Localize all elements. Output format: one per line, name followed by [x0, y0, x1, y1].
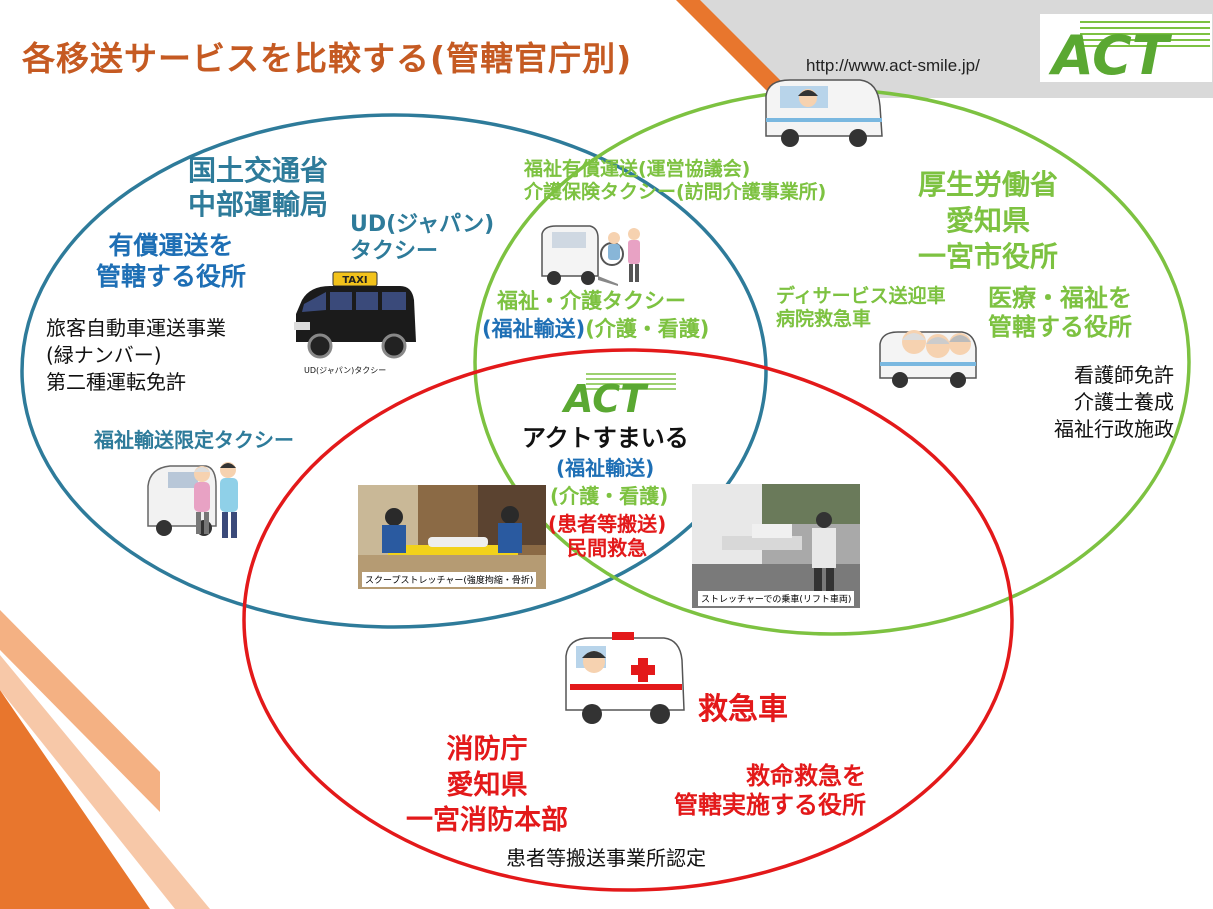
ud-taxi-line-2: タクシー — [350, 238, 439, 264]
green-role-line-1: 医療・福祉を — [988, 284, 1132, 312]
blue-license-line-2: (緑ナンバー) — [46, 343, 162, 367]
green-role-line-2: 管轄する役所 — [988, 313, 1132, 342]
green-agency-line-2: 愛知県 — [946, 203, 1031, 237]
red-role-line-1: 救命救急を — [746, 762, 866, 790]
green-license-line-3: 福祉行政施政 — [1054, 417, 1174, 441]
day-service-van-icon — [879, 330, 977, 388]
green-license-line-2: 介護士養成 — [1074, 390, 1174, 414]
green-license-line-1: 看護師免許 — [1074, 363, 1174, 387]
red-license: 患者等搬送事業所認定 — [506, 846, 706, 870]
red-role: 救命救急を 管轄実施する役所 — [650, 762, 866, 821]
photo-lift-vehicle-art — [692, 484, 860, 608]
blue-license-line-1: 旅客自動車運送事業 — [46, 316, 226, 340]
photo-right-caption: ストレッチャーでの乗車(リフト車両) — [698, 591, 855, 606]
green-license: 看護師免許 介護士養成 福祉行政施政 — [1034, 362, 1174, 443]
corner-stripe-dark — [0, 690, 150, 909]
green-service-1: ディサービス送迎車 — [776, 285, 946, 307]
blue-license-line-3: 第二種運転免許 — [46, 370, 186, 394]
green-agency-line-3: 一宮市役所 — [918, 239, 1059, 273]
green-role: 医療・福祉を 管轄する役所 — [988, 284, 1132, 343]
center-logo-text: ACT — [561, 377, 649, 416]
ud-taxi-label: UD(ジャパン) タクシー — [350, 212, 494, 266]
act-logo-text: ACT — [1048, 24, 1173, 82]
center-red-lines: (患者等搬送) 民間救急 — [548, 512, 666, 561]
green-service-2: 病院救急車 — [776, 308, 872, 331]
corner-stripe-mid — [0, 655, 210, 909]
act-logo-mark: ACT — [1040, 14, 1212, 87]
center-blue-line: (福祉輸送) — [556, 456, 655, 480]
center-green-line: (介護・看護) — [550, 484, 669, 508]
green-agency: 厚生労働省 愛知県 一宮市役所 — [918, 167, 1058, 274]
taxi-icon: TAXI — [294, 271, 416, 359]
center-company-name: アクトすまいる — [522, 424, 689, 452]
taxi-caption: UD(ジャパン)タクシー — [304, 366, 387, 375]
blue-role-line-2: 管轄する役所 — [96, 261, 247, 291]
red-agency: 消防庁 愛知県 一宮消防本部 — [406, 732, 568, 839]
blue-license: 旅客自動車運送事業 (緑ナンバー) 第二種運転免許 — [46, 315, 226, 396]
photo-scoop-stretcher: スクープストレッチャー(強度拘縮・骨折) — [358, 485, 546, 589]
red-role-line-2: 管轄実施する役所 — [674, 791, 866, 820]
care-taxi-title: 福祉・介護タクシー — [497, 289, 686, 313]
blue-role-line-1: 有償運送を — [108, 231, 234, 260]
welfare-taxi-icon — [147, 462, 238, 538]
blue-agency-line-1: 国土交通省 — [188, 154, 329, 187]
overlap-service-2: 介護保険タクシー(訪問介護事業所) — [524, 181, 827, 204]
care-taxi-sub-green: (介護・看護) — [585, 317, 710, 341]
taxi-sign-text: TAXI — [342, 275, 367, 286]
care-taxi-sub-blue: (福祉輸送) — [482, 317, 586, 341]
ambulance-label: 救急車 — [698, 692, 788, 727]
red-agency-line-2: 愛知県 — [446, 769, 528, 801]
driver-van-icon — [765, 79, 883, 147]
green-services: ディサービス送迎車 病院救急車 — [776, 285, 946, 331]
blue-role: 有償運送を 管轄する役所 — [96, 231, 246, 292]
wheelchair-van-icon — [541, 225, 640, 286]
blue-agency-line-2: 中部運輸局 — [188, 188, 329, 222]
ambulance-icon — [565, 632, 685, 724]
center-act-logo: ACT — [561, 373, 676, 416]
center-red-line-1: (患者等搬送) — [548, 512, 667, 536]
act-logo: ACT — [1040, 14, 1212, 87]
welfare-taxi-label: 福祉輸送限定タクシー — [94, 428, 294, 452]
green-agency-line-1: 厚生労働省 — [918, 168, 1059, 201]
blue-agency: 国土交通省 中部運輸局 — [188, 154, 328, 222]
care-taxi-subtitle: (福祉輸送)(介護・看護) — [482, 317, 709, 343]
overlap-service-1: 福祉有償運送(運営協議会) — [524, 158, 751, 180]
header-orange-stripe — [676, 0, 798, 98]
center-red-line-2: 民間救急 — [567, 536, 648, 561]
red-agency-line-1: 消防庁 — [446, 734, 528, 765]
website-url[interactable]: http://www.act-smile.jp/ — [806, 56, 980, 75]
photo-left-caption: スクープストレッチャー(強度拘縮・骨折) — [362, 572, 537, 587]
overlap-services: 福祉有償運送(運営協議会) 介護保険タクシー(訪問介護事業所) — [524, 158, 826, 204]
page-title: 各移送サービスを比較する(管轄官庁別) — [22, 39, 633, 78]
red-agency-line-3: 一宮消防本部 — [406, 805, 568, 837]
corner-stripe-light — [0, 610, 160, 812]
ud-taxi-line-1: UD(ジャパン) — [350, 212, 495, 237]
photo-lift-vehicle: ストレッチャーでの乗車(リフト車両) — [692, 484, 860, 608]
red-circle-fire — [242, 348, 1014, 892]
blue-circle-mlit — [20, 113, 768, 629]
